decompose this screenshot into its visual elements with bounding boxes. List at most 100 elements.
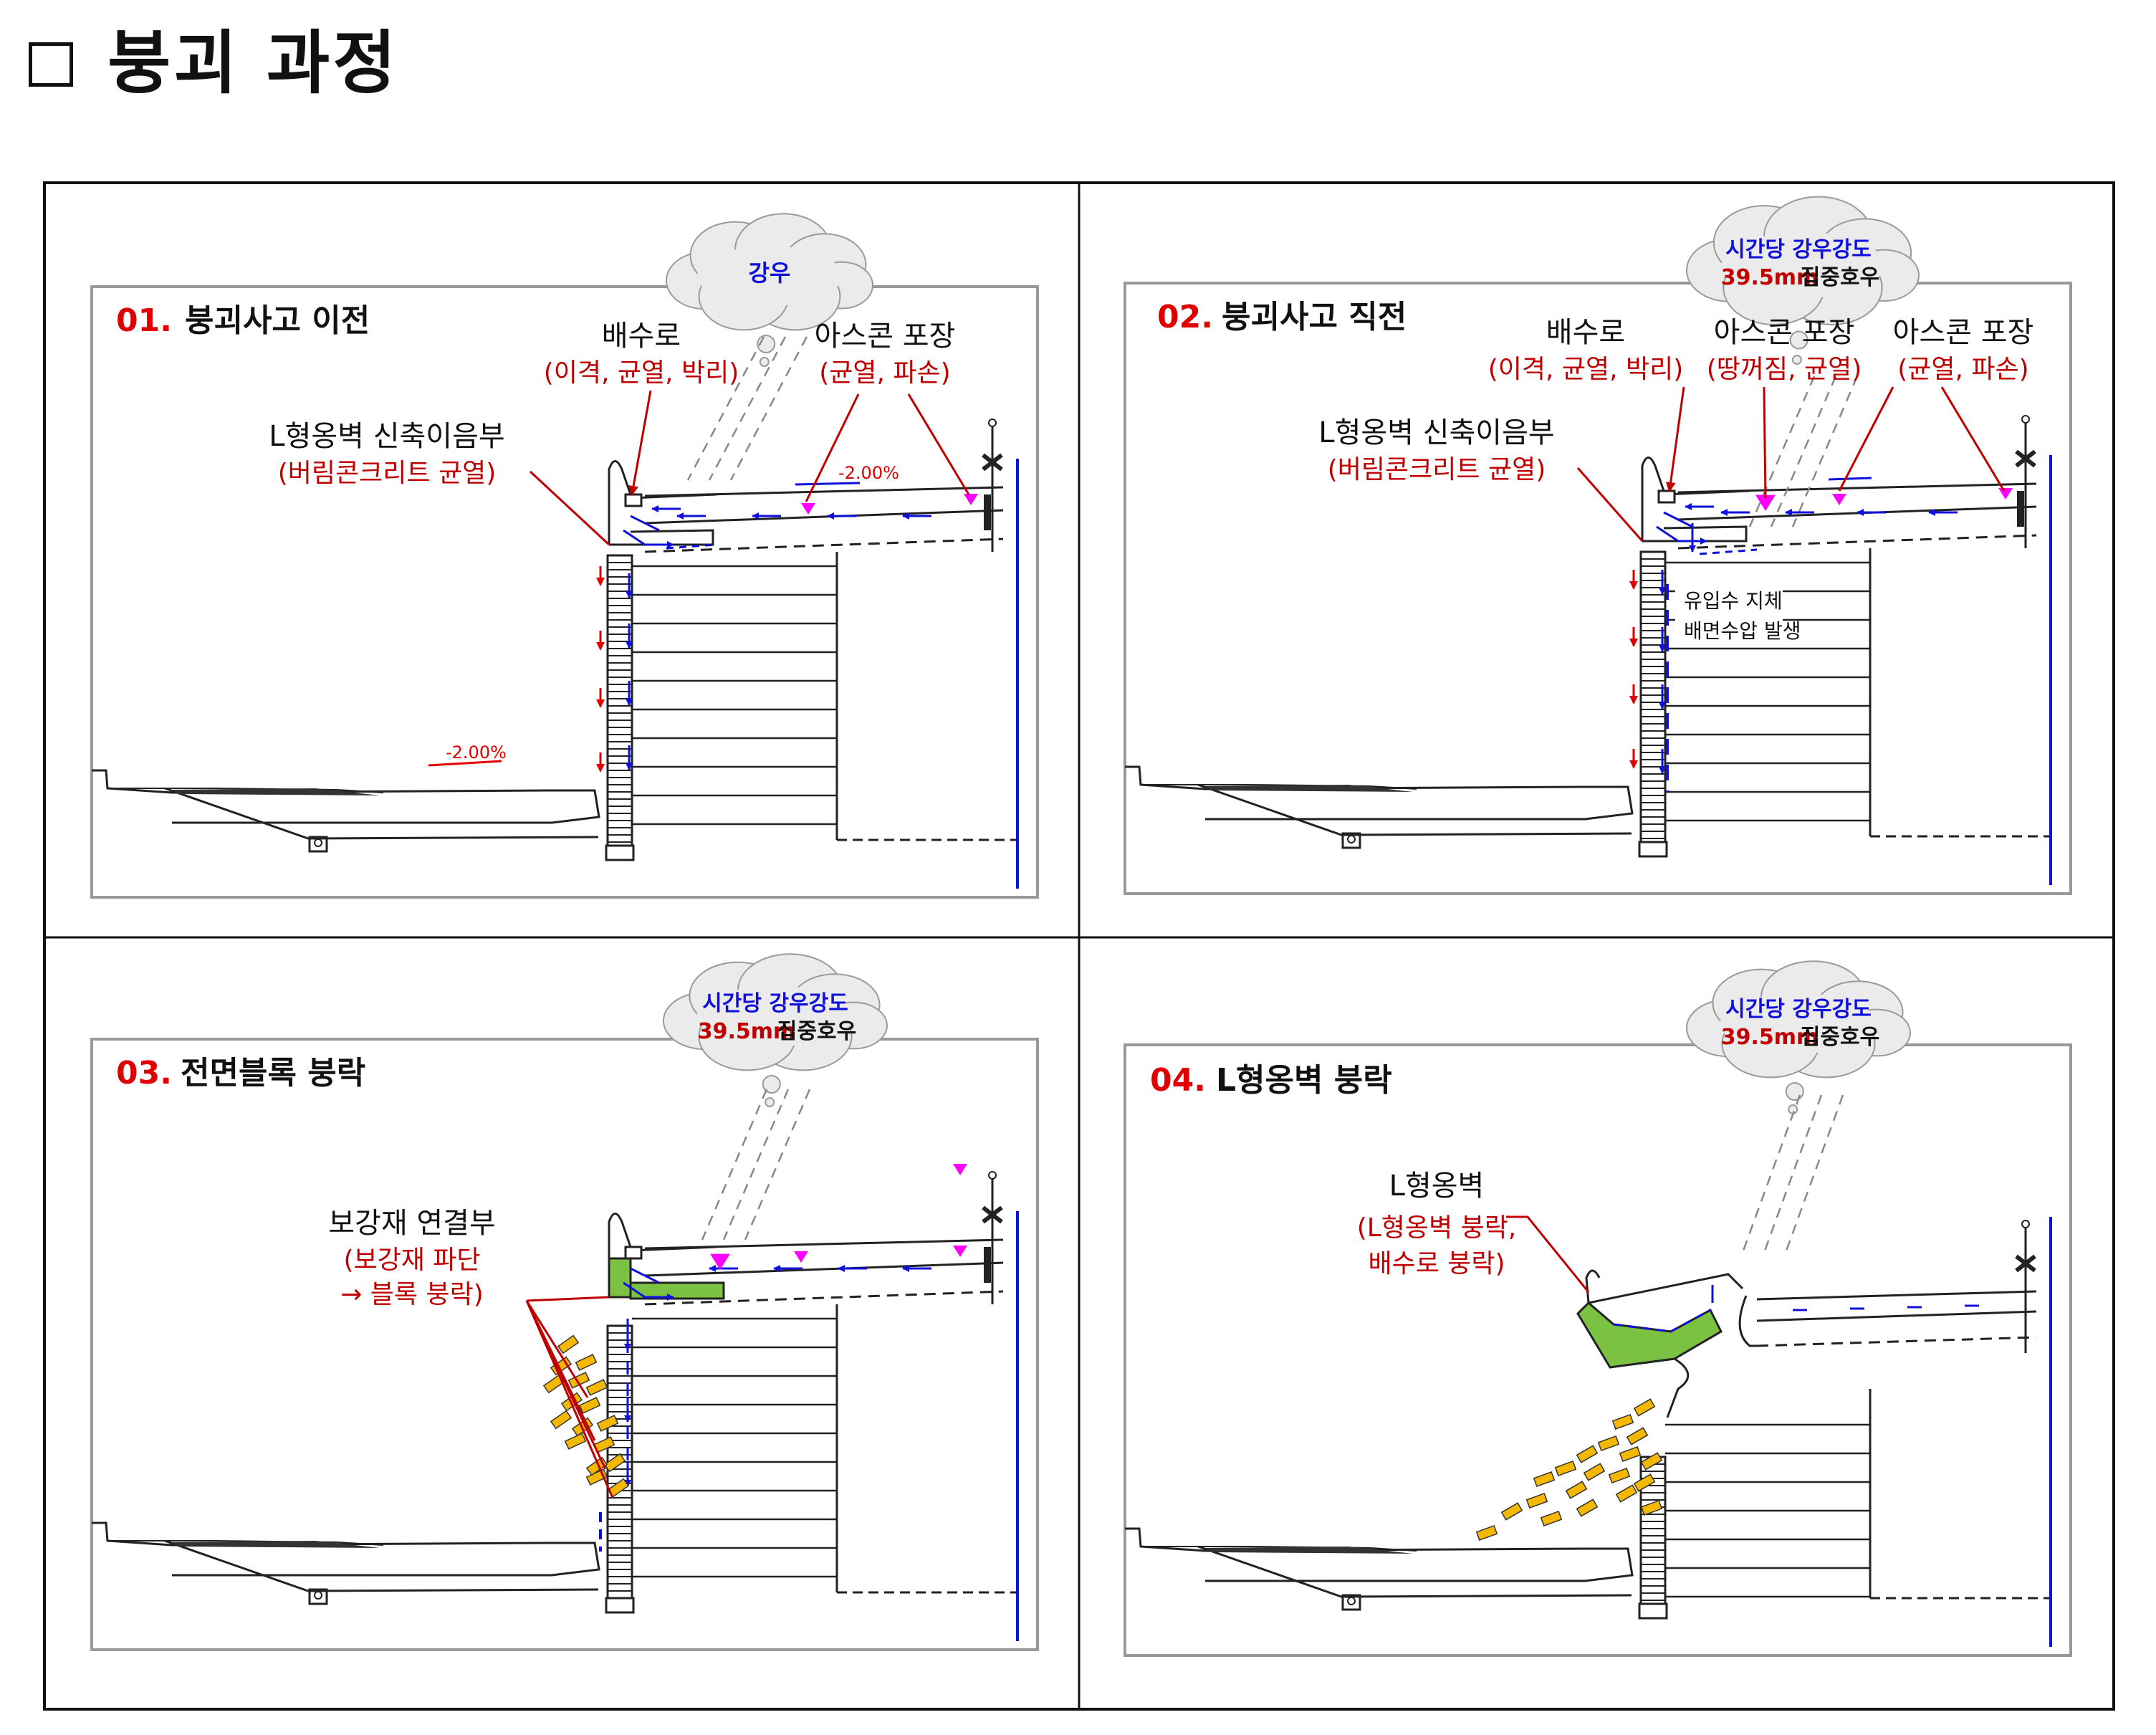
fallen-block	[578, 1397, 601, 1414]
lower-road-outline	[1125, 765, 1634, 821]
fallen-block	[1533, 1471, 1556, 1488]
l-wall-stem	[608, 460, 717, 545]
cloud-label-suffix: 집중호우	[1801, 265, 1879, 290]
crack-marker	[801, 503, 815, 515]
drainage-channel	[1657, 489, 1676, 504]
water-flow-dashed	[666, 543, 717, 550]
panel-02-texts: 02. 붕괴사고 직전 시간당 강우강도 39.5mm 집중호우 배수로 (이격…	[1157, 237, 2033, 643]
fallen-block	[1475, 1524, 1498, 1542]
cloud-icon	[1686, 196, 1920, 365]
water-flow-arrow	[623, 1267, 674, 1297]
cloud-icon	[1686, 960, 1911, 1114]
leader-line	[1506, 1215, 1590, 1293]
lower-pipe	[1347, 1597, 1356, 1605]
slope-label-top: -2.00%	[838, 463, 899, 483]
pavement-top	[644, 1238, 1004, 1250]
fallen-block	[567, 1372, 590, 1389]
pavement-break	[1738, 1295, 1757, 1347]
svg-text:02.: 02.	[1157, 299, 1213, 335]
water-flow-arrow	[1656, 511, 1707, 541]
l-wall-base	[1642, 525, 1748, 543]
panel-04-number: 04.	[1150, 1062, 1206, 1099]
lower-road-surface	[107, 1540, 384, 1546]
cloud-drop	[759, 357, 770, 367]
lower-road-slab	[164, 787, 599, 840]
lower-road-outline	[92, 1521, 600, 1577]
fallen-drain	[1588, 1273, 1744, 1304]
cloud-label-rain: 39.5mm	[1721, 265, 1819, 290]
leader-line	[525, 1300, 614, 1499]
wall-footing	[605, 844, 635, 861]
fallen-block	[1633, 1473, 1656, 1492]
panel-frame	[90, 1038, 1039, 1651]
label-connection-note: (보강재 파단	[343, 1246, 480, 1275]
fallen-block	[596, 1415, 619, 1432]
panel-04-texts: 04. L형옹벽 붕락 시간당 강우강도 39.5mm 집중호우 L형옹벽 (L…	[1150, 997, 1879, 1278]
fallen-block	[1576, 1445, 1599, 1463]
fallen-block	[1583, 1463, 1606, 1481]
fallen-block	[1640, 1499, 1663, 1516]
label-joint-note: (버림콘크리트 균열)	[278, 459, 497, 488]
slope-line	[795, 482, 861, 486]
lower-road-surface	[107, 788, 384, 793]
pavement-bottom	[644, 1261, 1004, 1277]
leader-line	[805, 393, 860, 502]
checkbox-icon	[29, 42, 73, 87]
panel-03	[90, 953, 1039, 1651]
rain-line	[1784, 1094, 1844, 1253]
slope-line	[1828, 477, 1872, 481]
rain-line	[1763, 1094, 1823, 1253]
fallen-block	[585, 1379, 608, 1396]
panel-02-title: 붕괴사고 직전	[1222, 299, 1407, 335]
cloud-drop	[1791, 355, 1802, 365]
rain-line	[729, 336, 808, 481]
label-asphalt-note: (균열, 파손)	[819, 358, 950, 388]
wall-footing	[605, 1597, 635, 1614]
failure-surface	[1666, 1357, 1690, 1418]
rain-line	[1791, 376, 1859, 527]
fence-bracket	[2015, 1254, 2036, 1273]
lower-curb	[1205, 1547, 1413, 1554]
leader-line	[1665, 386, 1685, 492]
panel-02-number: 02.	[1157, 299, 1213, 335]
fence-bracket	[2015, 449, 2036, 468]
fallen-block	[1525, 1492, 1548, 1509]
crack-marker	[964, 494, 978, 505]
panel-frame	[90, 285, 1039, 899]
cloud-label-suffix: 집중호우	[1801, 1025, 1879, 1050]
fallen-block	[564, 1433, 587, 1450]
cloud-core	[1721, 231, 1884, 299]
rain-line	[686, 336, 765, 481]
crack-marker	[953, 1164, 967, 1175]
wall-face	[1639, 550, 1667, 843]
lower-curb	[172, 788, 380, 795]
label-asphalt-a: 아스콘 포장	[1714, 316, 1855, 349]
l-wall-stem	[608, 1213, 717, 1297]
lower-road-outline	[1125, 1527, 1634, 1582]
slope-label-bottom: -2.00%	[446, 742, 507, 763]
leader-line	[526, 1296, 610, 1302]
fence-top	[988, 1171, 997, 1180]
cloud-drop	[765, 1097, 775, 1107]
cloud-icon	[666, 213, 874, 367]
panel-01	[90, 213, 1039, 899]
fence-top	[2021, 1220, 2030, 1228]
svg-text:04.: 04.	[1150, 1062, 1206, 1099]
lower-road-slab	[164, 1539, 599, 1592]
lower-road-slab	[1197, 1545, 1632, 1598]
cloud-label-rain: 39.5mm	[1721, 1025, 1819, 1050]
leader-line	[525, 1300, 589, 1398]
pavement-top	[644, 486, 1004, 497]
water-flow-arrow	[623, 515, 674, 545]
label-l-wall: L형옹벽	[1389, 1170, 1485, 1203]
label-drainage: 배수로	[602, 320, 681, 353]
lower-footing	[1341, 1594, 1361, 1611]
cloud-core	[1720, 993, 1877, 1053]
fallen-block	[1565, 1481, 1588, 1499]
lower-footing	[1341, 832, 1361, 849]
crack-marker	[794, 1251, 808, 1263]
lower-road-surface	[1141, 784, 1417, 790]
svg-text:01.: 01.	[116, 302, 172, 339]
panel-03-number: 03.	[116, 1055, 172, 1091]
note-inflow-delay: 유입수 지체	[1684, 589, 1783, 613]
